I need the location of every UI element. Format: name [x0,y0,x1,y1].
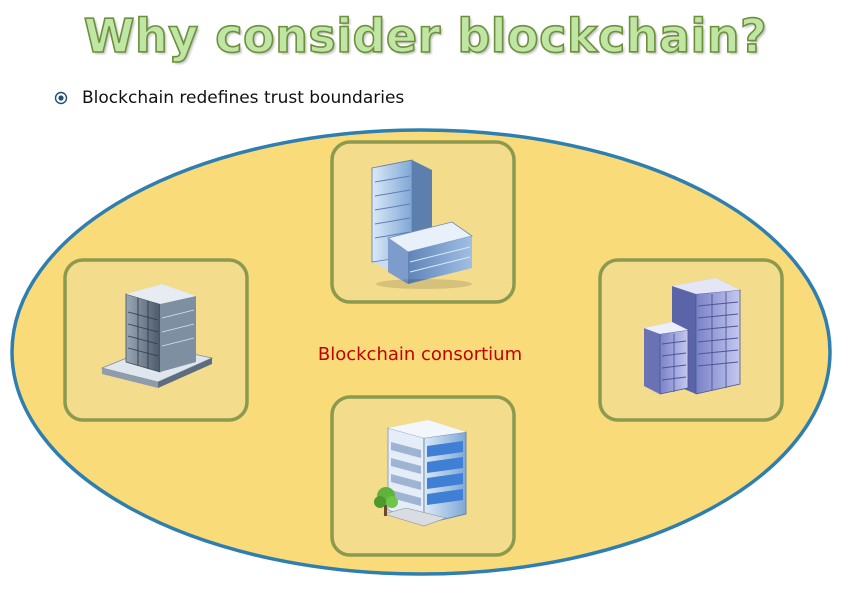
corporate-headquarters-icon [100,284,214,388]
consortium-boundary [10,128,832,576]
bullet-item: Blockchain redefines trust boundaries [54,86,404,110]
high-rise-buildings-icon [644,278,741,395]
office-building-with-tree-icon [374,420,467,527]
consortium-label: Blockchain consortium [318,344,522,365]
slide-title: Why consider blockchain? [83,8,768,64]
office-tower-with-annex-icon [371,159,473,289]
circle-bullet-icon [54,91,68,105]
bullet-text: Blockchain redefines trust boundaries [82,88,405,108]
